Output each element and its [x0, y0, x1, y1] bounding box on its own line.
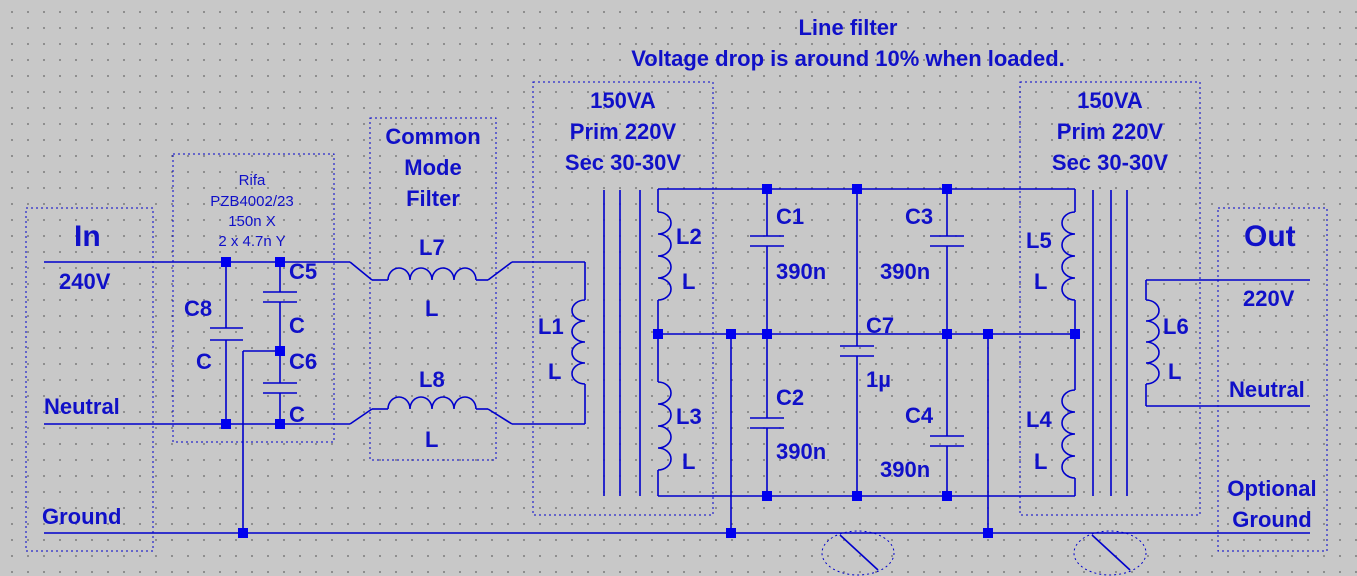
c7-capacitor — [840, 345, 874, 357]
out-voltage-label: 220V — [1243, 286, 1295, 311]
output-box — [1217, 207, 1328, 552]
title-line2: Voltage drop is around 10% when loaded. — [631, 46, 1065, 71]
l7-value: L — [425, 296, 438, 321]
l8-name: L8 — [419, 367, 445, 392]
cm-filter-line1: Common — [385, 124, 480, 149]
right-xfmr-line2: Prim 220V — [1057, 119, 1164, 144]
cm-filter-line3: Filter — [406, 186, 460, 211]
l1-name: L1 — [538, 314, 564, 339]
out-ground-label-1: Optional — [1227, 476, 1316, 501]
left-xfmr-line3: Sec 30-30V — [565, 150, 682, 175]
rifa-label-1: Rifa — [239, 172, 266, 189]
l7-inductor — [349, 261, 513, 281]
input-wiring — [44, 261, 988, 534]
l5-name: L5 — [1026, 228, 1052, 253]
c1-value: 390n — [776, 259, 826, 284]
primary-wiring — [512, 261, 586, 425]
in-ground-label: Ground — [42, 504, 121, 529]
l5-inductor — [1061, 211, 1076, 301]
l7-name: L7 — [419, 235, 445, 260]
c6-capacitor — [263, 382, 297, 394]
c5-value: C — [289, 313, 305, 338]
c6-value: C — [289, 402, 305, 427]
c1-name: C1 — [776, 204, 804, 229]
l3-name: L3 — [676, 404, 702, 429]
c1-capacitor — [750, 235, 784, 247]
out-heading: Out — [1244, 220, 1296, 253]
input-box — [25, 207, 154, 552]
left-transformer-box — [532, 81, 714, 516]
in-heading: In — [74, 220, 101, 253]
rifa-label-3: 150n X — [228, 213, 276, 230]
c2-capacitor — [750, 417, 784, 429]
out-ground-label-2: Ground — [1232, 507, 1311, 532]
cm-filter-line2: Mode — [404, 155, 461, 180]
l3-inductor — [657, 381, 672, 471]
right-transformer-core — [1092, 190, 1128, 496]
right-transformer-box — [1019, 81, 1201, 516]
c8-value: C — [196, 349, 212, 374]
left-xfmr-line1: 150VA — [590, 88, 656, 113]
c3-name: C3 — [905, 204, 933, 229]
secondary-wiring — [657, 188, 1076, 533]
common-mode-box — [369, 117, 497, 461]
l4-value: L — [1034, 449, 1047, 474]
out-neutral-label: Neutral — [1229, 377, 1305, 402]
c2-name: C2 — [776, 385, 804, 410]
c8-capacitor — [210, 327, 243, 341]
in-voltage-label: 240V — [59, 269, 111, 294]
l6-value: L — [1168, 359, 1181, 384]
l8-value: L — [425, 427, 438, 452]
junction-dots — [221, 184, 1080, 538]
rifa-filter-box — [172, 153, 335, 443]
c4-capacitor — [930, 435, 964, 447]
c2-value: 390n — [776, 439, 826, 464]
left-transformer-core — [603, 190, 641, 496]
left-xfmr-line2: Prim 220V — [570, 119, 677, 144]
l2-name: L2 — [676, 224, 702, 249]
c3-value: 390n — [880, 259, 930, 284]
l2-value: L — [682, 269, 695, 294]
c7-name: C7 — [866, 313, 894, 338]
c6-name: C6 — [289, 349, 317, 374]
l3-value: L — [682, 449, 695, 474]
in-neutral-label: Neutral — [44, 394, 120, 419]
optional-ground-wiring — [821, 530, 1310, 576]
right-xfmr-line3: Sec 30-30V — [1052, 150, 1169, 175]
l5-value: L — [1034, 269, 1047, 294]
l6-inductor — [1145, 279, 1310, 407]
l1-inductor — [571, 299, 586, 385]
l4-name: L4 — [1026, 407, 1052, 432]
l6-name: L6 — [1163, 314, 1189, 339]
l2-inductor — [657, 211, 672, 301]
right-xfmr-line1: 150VA — [1077, 88, 1143, 113]
c4-name: C4 — [905, 403, 934, 428]
rifa-label-4: 2 x 4.7n Y — [218, 233, 285, 250]
l4-inductor — [1061, 389, 1076, 479]
c5-name: C5 — [289, 259, 317, 284]
c5-capacitor — [263, 291, 297, 303]
c8-name: C8 — [184, 296, 212, 321]
title-line1: Line filter — [798, 15, 897, 40]
l1-value: L — [548, 359, 561, 384]
c3-capacitor — [930, 235, 964, 247]
rifa-label-2: PZB4002/23 — [210, 193, 293, 210]
c4-value: 390n — [880, 457, 930, 482]
l8-inductor — [349, 396, 513, 425]
c7-value: 1µ — [866, 367, 891, 392]
